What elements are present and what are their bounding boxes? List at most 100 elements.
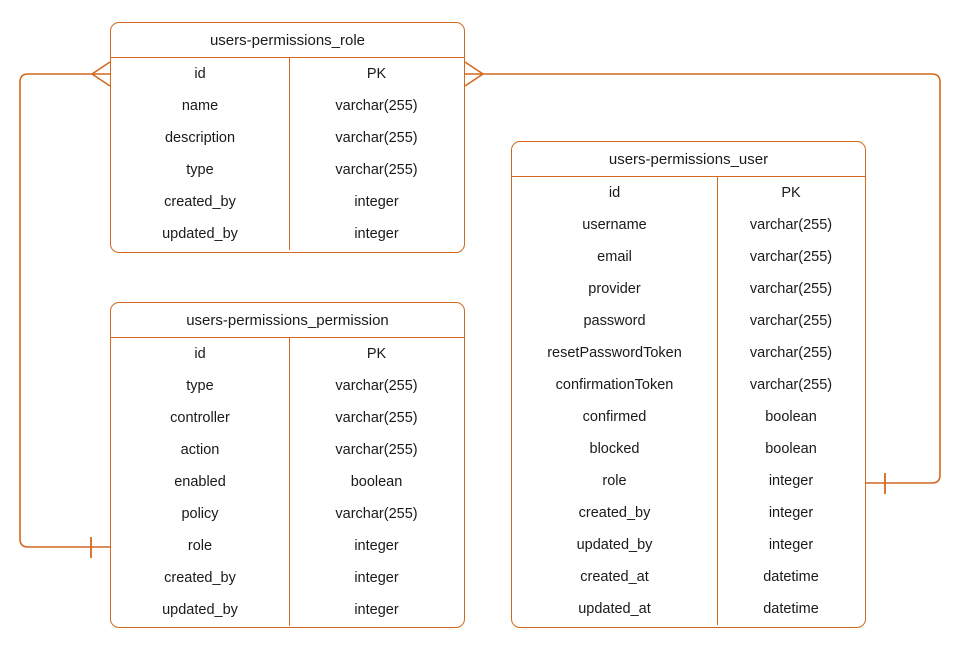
table-row[interactable]: password varchar(255) (512, 305, 865, 337)
table-row[interactable]: created_by integer (111, 186, 464, 218)
column-type: integer (354, 194, 399, 210)
entity-columns: id PK username varchar(255) email varchar(255… (512, 177, 865, 625)
column-name: resetPasswordToken (547, 345, 682, 361)
crows-foot-icon-role-left (91, 61, 111, 87)
column-type: varchar(255) (749, 249, 833, 265)
entity-title: users-permissions_user (512, 142, 865, 177)
column-type: varchar(255) (335, 410, 418, 426)
column-name: confirmationToken (555, 377, 674, 393)
column-name: name (181, 98, 219, 114)
column-divider (717, 177, 718, 625)
table-row[interactable]: action varchar(255) (111, 434, 464, 466)
column-name: description (164, 130, 236, 146)
table-row[interactable]: created_by integer (512, 497, 865, 529)
table-row[interactable]: updated_by integer (111, 218, 464, 250)
table-row[interactable]: provider varchar(255) (512, 273, 865, 305)
column-type: varchar(255) (335, 442, 418, 458)
column-type: varchar(255) (335, 162, 418, 178)
column-type: integer (768, 505, 814, 521)
column-name: controller (170, 410, 230, 426)
table-row[interactable]: controller varchar(255) (111, 402, 464, 434)
table-row[interactable]: email varchar(255) (512, 241, 865, 273)
entity-columns: id PK name varchar(255) description varchar(2… (111, 58, 464, 250)
table-row[interactable]: id PK (111, 338, 464, 370)
column-name: id (194, 346, 206, 362)
table-row[interactable]: type varchar(255) (111, 154, 464, 186)
column-name: updated_at (578, 601, 651, 617)
column-type: varchar(255) (335, 378, 418, 394)
column-type: boolean (765, 441, 817, 457)
column-type: varchar(255) (335, 130, 418, 146)
column-name: role (602, 473, 627, 489)
table-row[interactable]: created_by integer (111, 562, 464, 594)
table-row[interactable]: enabled boolean (111, 466, 464, 498)
column-divider (289, 338, 290, 626)
table-row[interactable]: username varchar(255) (512, 209, 865, 241)
column-name: created_by (164, 194, 236, 210)
column-name: role (187, 538, 213, 554)
column-type: datetime (763, 569, 819, 585)
column-name: id (608, 185, 621, 201)
table-row[interactable]: description varchar(255) (111, 122, 464, 154)
column-name: enabled (174, 474, 226, 490)
column-name: policy (181, 506, 219, 522)
entity-title: users-permissions_permission (111, 303, 464, 338)
table-row[interactable]: name varchar(255) (111, 90, 464, 122)
table-row[interactable]: id PK (111, 58, 464, 90)
table-row[interactable]: id PK (512, 177, 865, 209)
table-row[interactable]: resetPasswordToken varchar(255) (512, 337, 865, 369)
table-row[interactable]: confirmationToken varchar(255) (512, 369, 865, 401)
column-type: integer (768, 473, 814, 489)
column-type: boolean (765, 409, 817, 425)
column-type: varchar(255) (335, 506, 418, 522)
column-type: varchar(255) (749, 377, 833, 393)
column-name: created_by (164, 570, 236, 586)
table-row[interactable]: created_at datetime (512, 561, 865, 593)
entity-title: users-permissions_role (111, 23, 464, 58)
column-name: password (583, 313, 646, 329)
column-name: type (186, 162, 214, 178)
column-name: provider (588, 281, 641, 297)
column-type: varchar(255) (749, 217, 833, 233)
column-name: created_at (580, 569, 649, 585)
column-type: datetime (763, 601, 819, 617)
column-type: integer (354, 570, 399, 586)
column-type: integer (354, 226, 399, 242)
column-type: integer (354, 602, 399, 618)
column-name: blocked (589, 441, 640, 457)
table-row[interactable]: updated_at datetime (512, 593, 865, 625)
table-row[interactable]: updated_by integer (111, 594, 464, 626)
table-row[interactable]: updated_by integer (512, 529, 865, 561)
column-name: updated_by (576, 537, 653, 553)
column-name: email (597, 249, 632, 265)
column-type: boolean (350, 474, 403, 490)
relationship-line-role-to-permission (19, 73, 110, 548)
column-type: varchar(255) (749, 281, 833, 297)
column-name: created_by (578, 505, 651, 521)
column-type: PK (366, 66, 387, 82)
table-row[interactable]: confirmed boolean (512, 401, 865, 433)
column-name: updated_by (162, 602, 238, 618)
table-row[interactable]: role integer (512, 465, 865, 497)
table-row[interactable]: blocked boolean (512, 433, 865, 465)
column-name: confirmed (582, 409, 647, 425)
column-type: PK (366, 346, 387, 362)
column-type: varchar(255) (749, 313, 833, 329)
column-type: varchar(255) (749, 345, 833, 361)
column-name: username (582, 217, 647, 233)
column-divider (289, 58, 290, 250)
column-type: varchar(255) (335, 98, 418, 114)
column-name: id (194, 66, 206, 82)
table-row[interactable]: policy varchar(255) (111, 498, 464, 530)
column-name: action (180, 442, 220, 458)
column-name: updated_by (162, 226, 238, 242)
column-type: integer (768, 537, 814, 553)
column-type: PK (781, 185, 801, 201)
